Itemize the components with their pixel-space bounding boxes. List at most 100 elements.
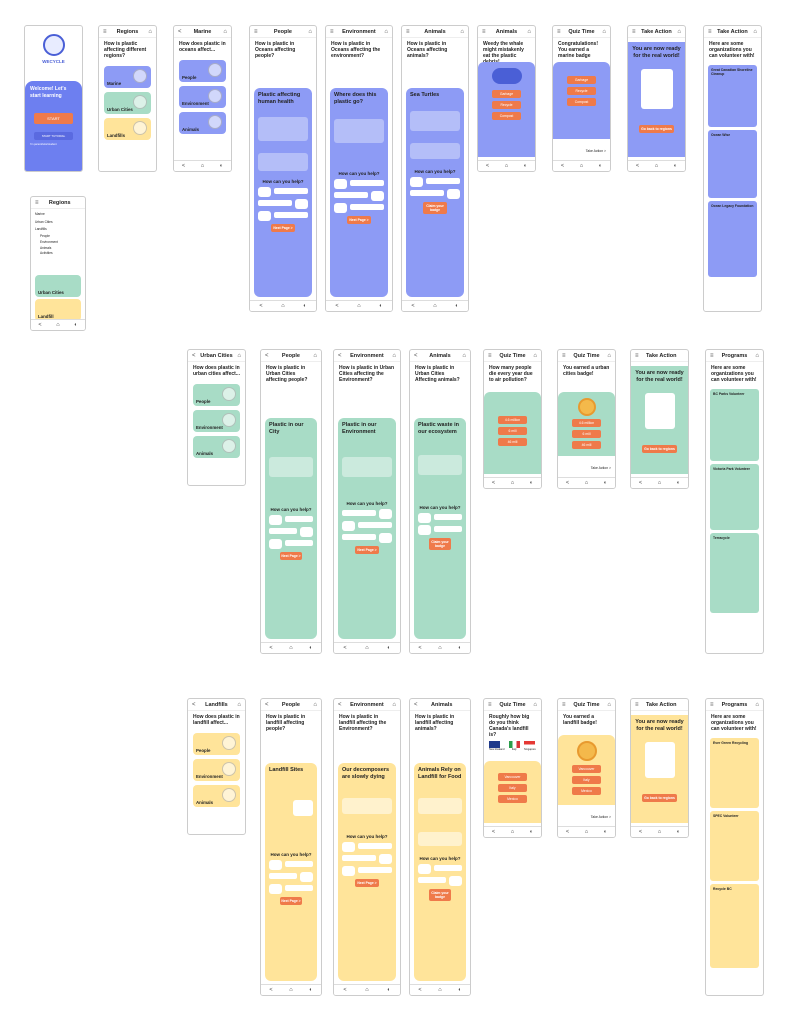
menu-icon[interactable]: ≡: [35, 199, 39, 206]
info-icon[interactable]: ◐: [673, 163, 678, 169]
home-icon[interactable]: ⌂: [438, 645, 442, 651]
next-page-button[interactable]: Next Page >: [280, 552, 302, 561]
home-icon[interactable]: ⌂: [602, 28, 606, 35]
card-animals[interactable]: Animals: [193, 436, 240, 458]
org-card[interactable]: Ocean Wise: [708, 130, 757, 198]
quiz-option[interactable]: 46 mill: [571, 441, 602, 449]
menu-icon[interactable]: ≡: [710, 352, 714, 359]
back-icon[interactable]: <: [638, 829, 643, 835]
home-icon[interactable]: ⌂: [460, 28, 464, 35]
back-icon[interactable]: <: [418, 645, 422, 651]
menu-icon[interactable]: ≡: [635, 701, 639, 708]
card-environment[interactable]: Environment: [193, 759, 240, 781]
next-page-button[interactable]: Next Page >: [355, 879, 379, 888]
card-people[interactable]: People: [179, 60, 226, 82]
home-icon[interactable]: ⌂: [200, 163, 205, 169]
info-icon[interactable]: ◐: [74, 322, 78, 328]
menu-icon[interactable]: ≡: [488, 352, 492, 359]
home-icon[interactable]: ⌂: [579, 163, 584, 169]
card-people[interactable]: People: [193, 384, 240, 406]
home-icon[interactable]: ⌂: [584, 480, 589, 486]
take-action-link[interactable]: Take Action >: [585, 149, 606, 153]
back-icon[interactable]: <: [343, 645, 347, 651]
home-icon[interactable]: ⌂: [392, 701, 396, 708]
home-icon[interactable]: ⌂: [289, 987, 293, 993]
next-page-button[interactable]: Next Page >: [280, 896, 302, 905]
menu-item-marine[interactable]: Marine: [35, 212, 45, 216]
menu-icon[interactable]: ≡: [254, 28, 258, 35]
home-icon[interactable]: ⌂: [384, 28, 388, 35]
home-icon[interactable]: ⌂: [755, 352, 759, 359]
quiz-option[interactable]: Vancouver: [497, 773, 528, 781]
tutorial-button[interactable]: START TUTORIAL: [34, 132, 73, 140]
quiz-option[interactable]: Mexico: [497, 795, 528, 803]
card-landfill[interactable]: Landfill: [35, 299, 81, 321]
back-icon[interactable]: <: [485, 163, 490, 169]
start-button[interactable]: START: [34, 113, 73, 124]
take-action-link[interactable]: Take Action >: [590, 815, 611, 819]
home-icon[interactable]: ⌂: [533, 352, 537, 359]
back-to-regions-button[interactable]: Go back to regions: [642, 794, 677, 803]
back-icon[interactable]: <: [192, 701, 196, 708]
home-icon[interactable]: ⌂: [533, 701, 537, 708]
back-icon[interactable]: <: [491, 480, 496, 486]
home-icon[interactable]: ⌂: [657, 829, 662, 835]
quiz-option[interactable]: 46 mill: [497, 438, 528, 446]
back-icon[interactable]: <: [335, 303, 339, 309]
remember-checkbox[interactable]: I'm parent/tutor/student: [30, 143, 57, 146]
quiz-option-recycle[interactable]: Recycle: [491, 101, 522, 109]
info-icon[interactable]: ◐: [309, 645, 313, 651]
back-icon[interactable]: <: [343, 987, 347, 993]
back-icon[interactable]: <: [418, 987, 422, 993]
org-card[interactable]: Great Canadian Shoreline Cleanup: [708, 65, 757, 127]
back-icon[interactable]: <: [635, 163, 640, 169]
info-icon[interactable]: ◐: [529, 829, 534, 835]
card-marine[interactable]: Marine: [104, 66, 151, 88]
org-card[interactable]: SPEC Volunteer: [710, 811, 759, 881]
home-icon[interactable]: ⌂: [438, 987, 442, 993]
info-icon[interactable]: ◐: [603, 829, 608, 835]
home-icon[interactable]: ⌂: [657, 480, 662, 486]
home-icon[interactable]: ⌂: [289, 645, 293, 651]
home-icon[interactable]: ⌂: [237, 352, 241, 359]
info-icon[interactable]: ◐: [458, 645, 462, 651]
menu-item-landfills[interactable]: Landfills: [35, 227, 47, 232]
home-icon[interactable]: ⌂: [607, 701, 611, 708]
home-icon[interactable]: ⌂: [510, 829, 515, 835]
card-urban-cities[interactable]: Urban Cities: [35, 275, 81, 297]
back-icon[interactable]: <: [265, 352, 269, 359]
next-page-button[interactable]: Next Page >: [355, 546, 379, 555]
back-icon[interactable]: <: [269, 987, 273, 993]
back-icon[interactable]: <: [269, 645, 273, 651]
home-icon[interactable]: ⌂: [392, 352, 396, 359]
menu-icon[interactable]: ≡: [103, 28, 107, 35]
org-card[interactable]: Recycle BC: [710, 884, 759, 968]
back-icon[interactable]: <: [638, 480, 643, 486]
home-icon[interactable]: ⌂: [654, 163, 659, 169]
menu-item-urban[interactable]: Urban Cities: [35, 219, 53, 224]
home-icon[interactable]: ⌂: [365, 987, 369, 993]
home-icon[interactable]: ⌂: [357, 303, 361, 309]
menu-icon[interactable]: ≡: [482, 28, 486, 35]
back-icon[interactable]: <: [411, 303, 415, 309]
back-icon[interactable]: <: [38, 322, 42, 328]
home-icon[interactable]: ⌂: [755, 701, 759, 708]
home-icon[interactable]: ⌂: [753, 28, 757, 35]
submenu-people[interactable]: People: [40, 234, 50, 239]
submenu-animals[interactable]: Animals: [40, 245, 52, 250]
back-icon[interactable]: <: [265, 701, 269, 708]
menu-icon[interactable]: ≡: [562, 701, 566, 708]
quiz-option[interactable]: 6 mill: [497, 427, 528, 435]
menu-icon[interactable]: ≡: [635, 352, 639, 359]
home-icon[interactable]: ⌂: [365, 645, 369, 651]
info-icon[interactable]: ◐: [303, 303, 307, 309]
card-people[interactable]: People: [193, 733, 240, 755]
info-icon[interactable]: ◐: [458, 987, 462, 993]
card-environment[interactable]: Environment: [193, 410, 240, 432]
card-animals[interactable]: Animals: [179, 112, 226, 134]
home-icon[interactable]: ⌂: [313, 352, 317, 359]
home-icon[interactable]: ⌂: [313, 701, 317, 708]
info-icon[interactable]: ◐: [387, 987, 391, 993]
back-to-regions-button[interactable]: Go back to regions: [642, 445, 677, 454]
menu-icon[interactable]: ≡: [562, 352, 566, 359]
